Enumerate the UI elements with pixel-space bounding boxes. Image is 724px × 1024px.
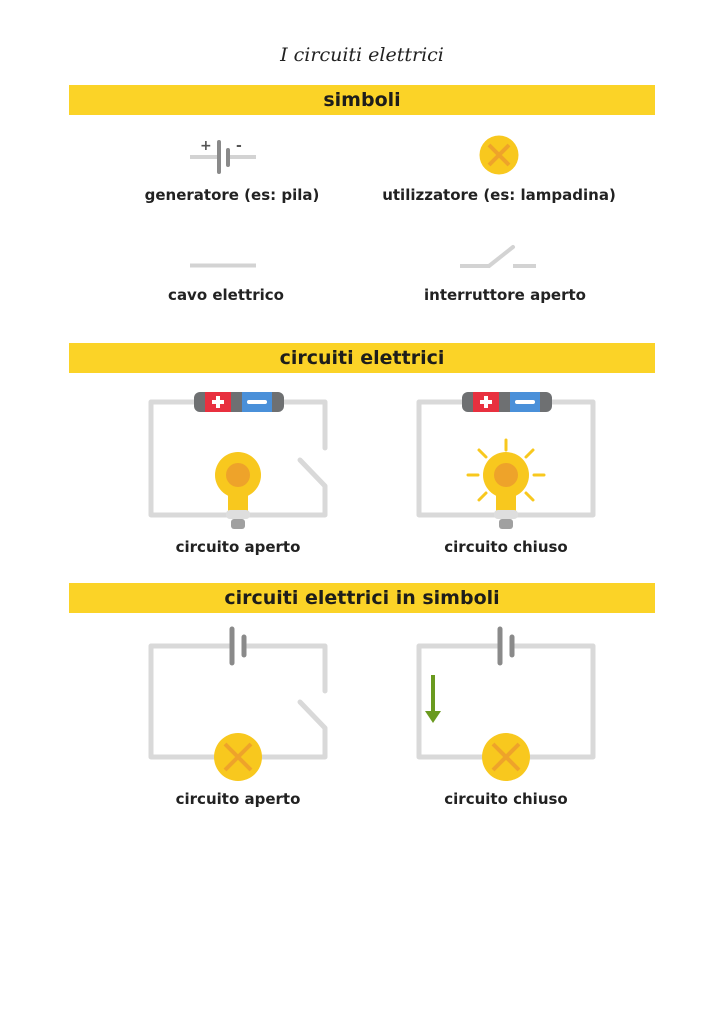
closed-circuit-symbol-diagram [416, 626, 596, 781]
label-circuito-chiuso-simboli: circuito chiuso [444, 790, 568, 808]
closed-circuit-illustration [416, 392, 596, 529]
label-circuito-aperto-simboli: circuito aperto [175, 790, 301, 808]
lightbulb-on-icon [483, 452, 529, 529]
label-utilizzatore: utilizzatore (es: lampadina) [382, 186, 616, 204]
label-generatore: generatore (es: pila) [144, 186, 320, 204]
lamp-symbol-icon [479, 135, 519, 175]
wire-symbol-icon [190, 263, 256, 268]
light-rays-icon [466, 438, 546, 502]
switch-open-symbol-icon [460, 245, 536, 268]
open-circuit-symbol-diagram [148, 626, 328, 781]
current-arrow-icon [425, 675, 441, 723]
label-circuito-chiuso: circuito chiuso [444, 538, 568, 556]
battery-icon [462, 392, 552, 412]
lamp-symbol-icon [482, 733, 530, 781]
open-circuit-illustration [148, 392, 328, 529]
label-interruttore: interruttore aperto [424, 286, 586, 304]
lightbulb-off-icon [215, 452, 261, 529]
battery-symbol-icon: + - [190, 138, 256, 174]
section-banner-simboli-circuiti: circuiti elettrici in simboli [69, 583, 655, 613]
section-banner-circuiti: circuiti elettrici [69, 343, 655, 373]
section-banner-simboli: simboli [69, 85, 655, 115]
page-title: I circuiti elettrici [280, 44, 444, 66]
battery-icon [194, 392, 284, 412]
lamp-symbol-icon [214, 733, 262, 781]
label-cavo: cavo elettrico [168, 286, 284, 304]
label-circuito-aperto: circuito aperto [175, 538, 301, 556]
plus-sign: + [200, 138, 212, 154]
minus-sign: - [236, 138, 242, 154]
